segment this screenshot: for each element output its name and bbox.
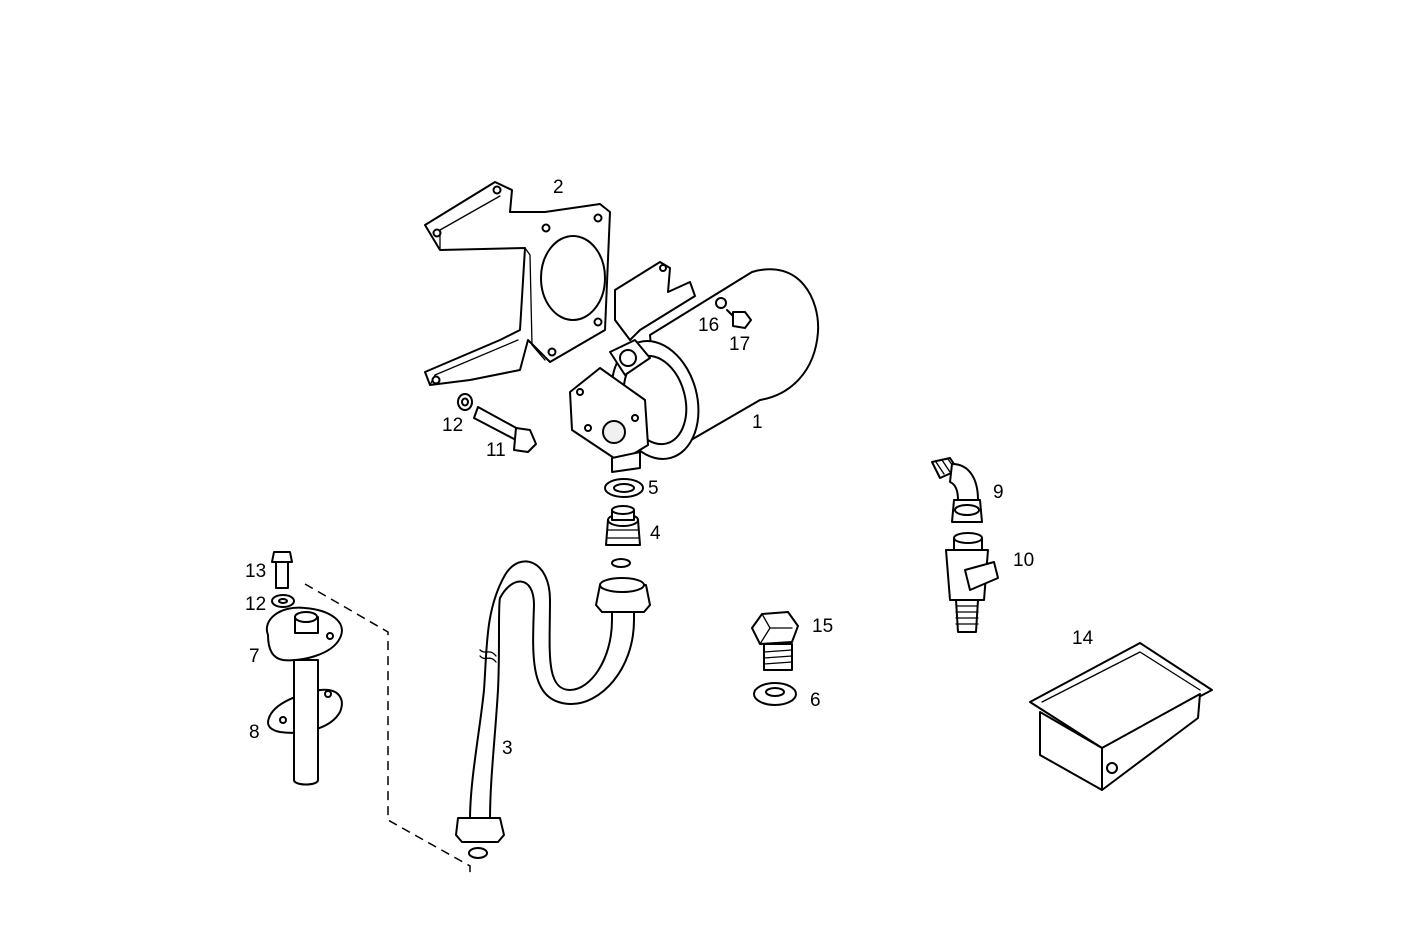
callout-15: 15 — [812, 616, 833, 637]
callout-17: 17 — [729, 334, 750, 355]
washer-part-12-upper — [457, 393, 473, 411]
screw-part-17 — [726, 309, 752, 329]
washer-part-5 — [604, 478, 644, 498]
bracket-part-2 — [424, 181, 611, 386]
callout-11: 11 — [486, 440, 506, 461]
box-part-14 — [1029, 642, 1213, 791]
callout-4: 4 — [650, 523, 661, 544]
callout-labels: 2 1 16 17 12 11 5 4 3 9 10 15 6 14 13 12… — [245, 177, 1094, 759]
callout-9: 9 — [993, 482, 1004, 503]
callout-14: 14 — [1072, 628, 1094, 649]
callout-10: 10 — [1013, 550, 1034, 571]
callout-2: 2 — [553, 177, 564, 198]
callout-5: 5 — [648, 478, 659, 499]
pipe-part-3 — [455, 560, 651, 859]
washer-part-12-lower — [271, 594, 295, 608]
flange-part-7 — [265, 606, 343, 662]
callout-12-lower: 12 — [245, 594, 266, 615]
callout-1: 1 — [752, 412, 763, 433]
callout-12-upper: 12 — [442, 415, 463, 436]
washer-part-6 — [753, 682, 797, 706]
dashed-assembly-line — [304, 583, 471, 878]
tube-part-7 — [293, 659, 319, 786]
elbow-fitting-part-9 — [931, 457, 983, 523]
callout-13: 13 — [245, 561, 266, 582]
bolt-part-13 — [271, 551, 293, 589]
union-fitting-part-4 — [605, 505, 641, 568]
callout-7: 7 — [249, 646, 260, 667]
nut-part-16 — [715, 297, 727, 309]
hex-bolt-part-15 — [751, 611, 799, 671]
callout-8: 8 — [249, 722, 260, 743]
callout-6: 6 — [810, 690, 821, 711]
bolt-part-11 — [473, 406, 537, 453]
callout-16: 16 — [698, 315, 719, 336]
callout-3: 3 — [502, 738, 513, 759]
pump-motor-part-1 — [569, 261, 820, 473]
tee-fitting-part-10 — [945, 532, 999, 633]
